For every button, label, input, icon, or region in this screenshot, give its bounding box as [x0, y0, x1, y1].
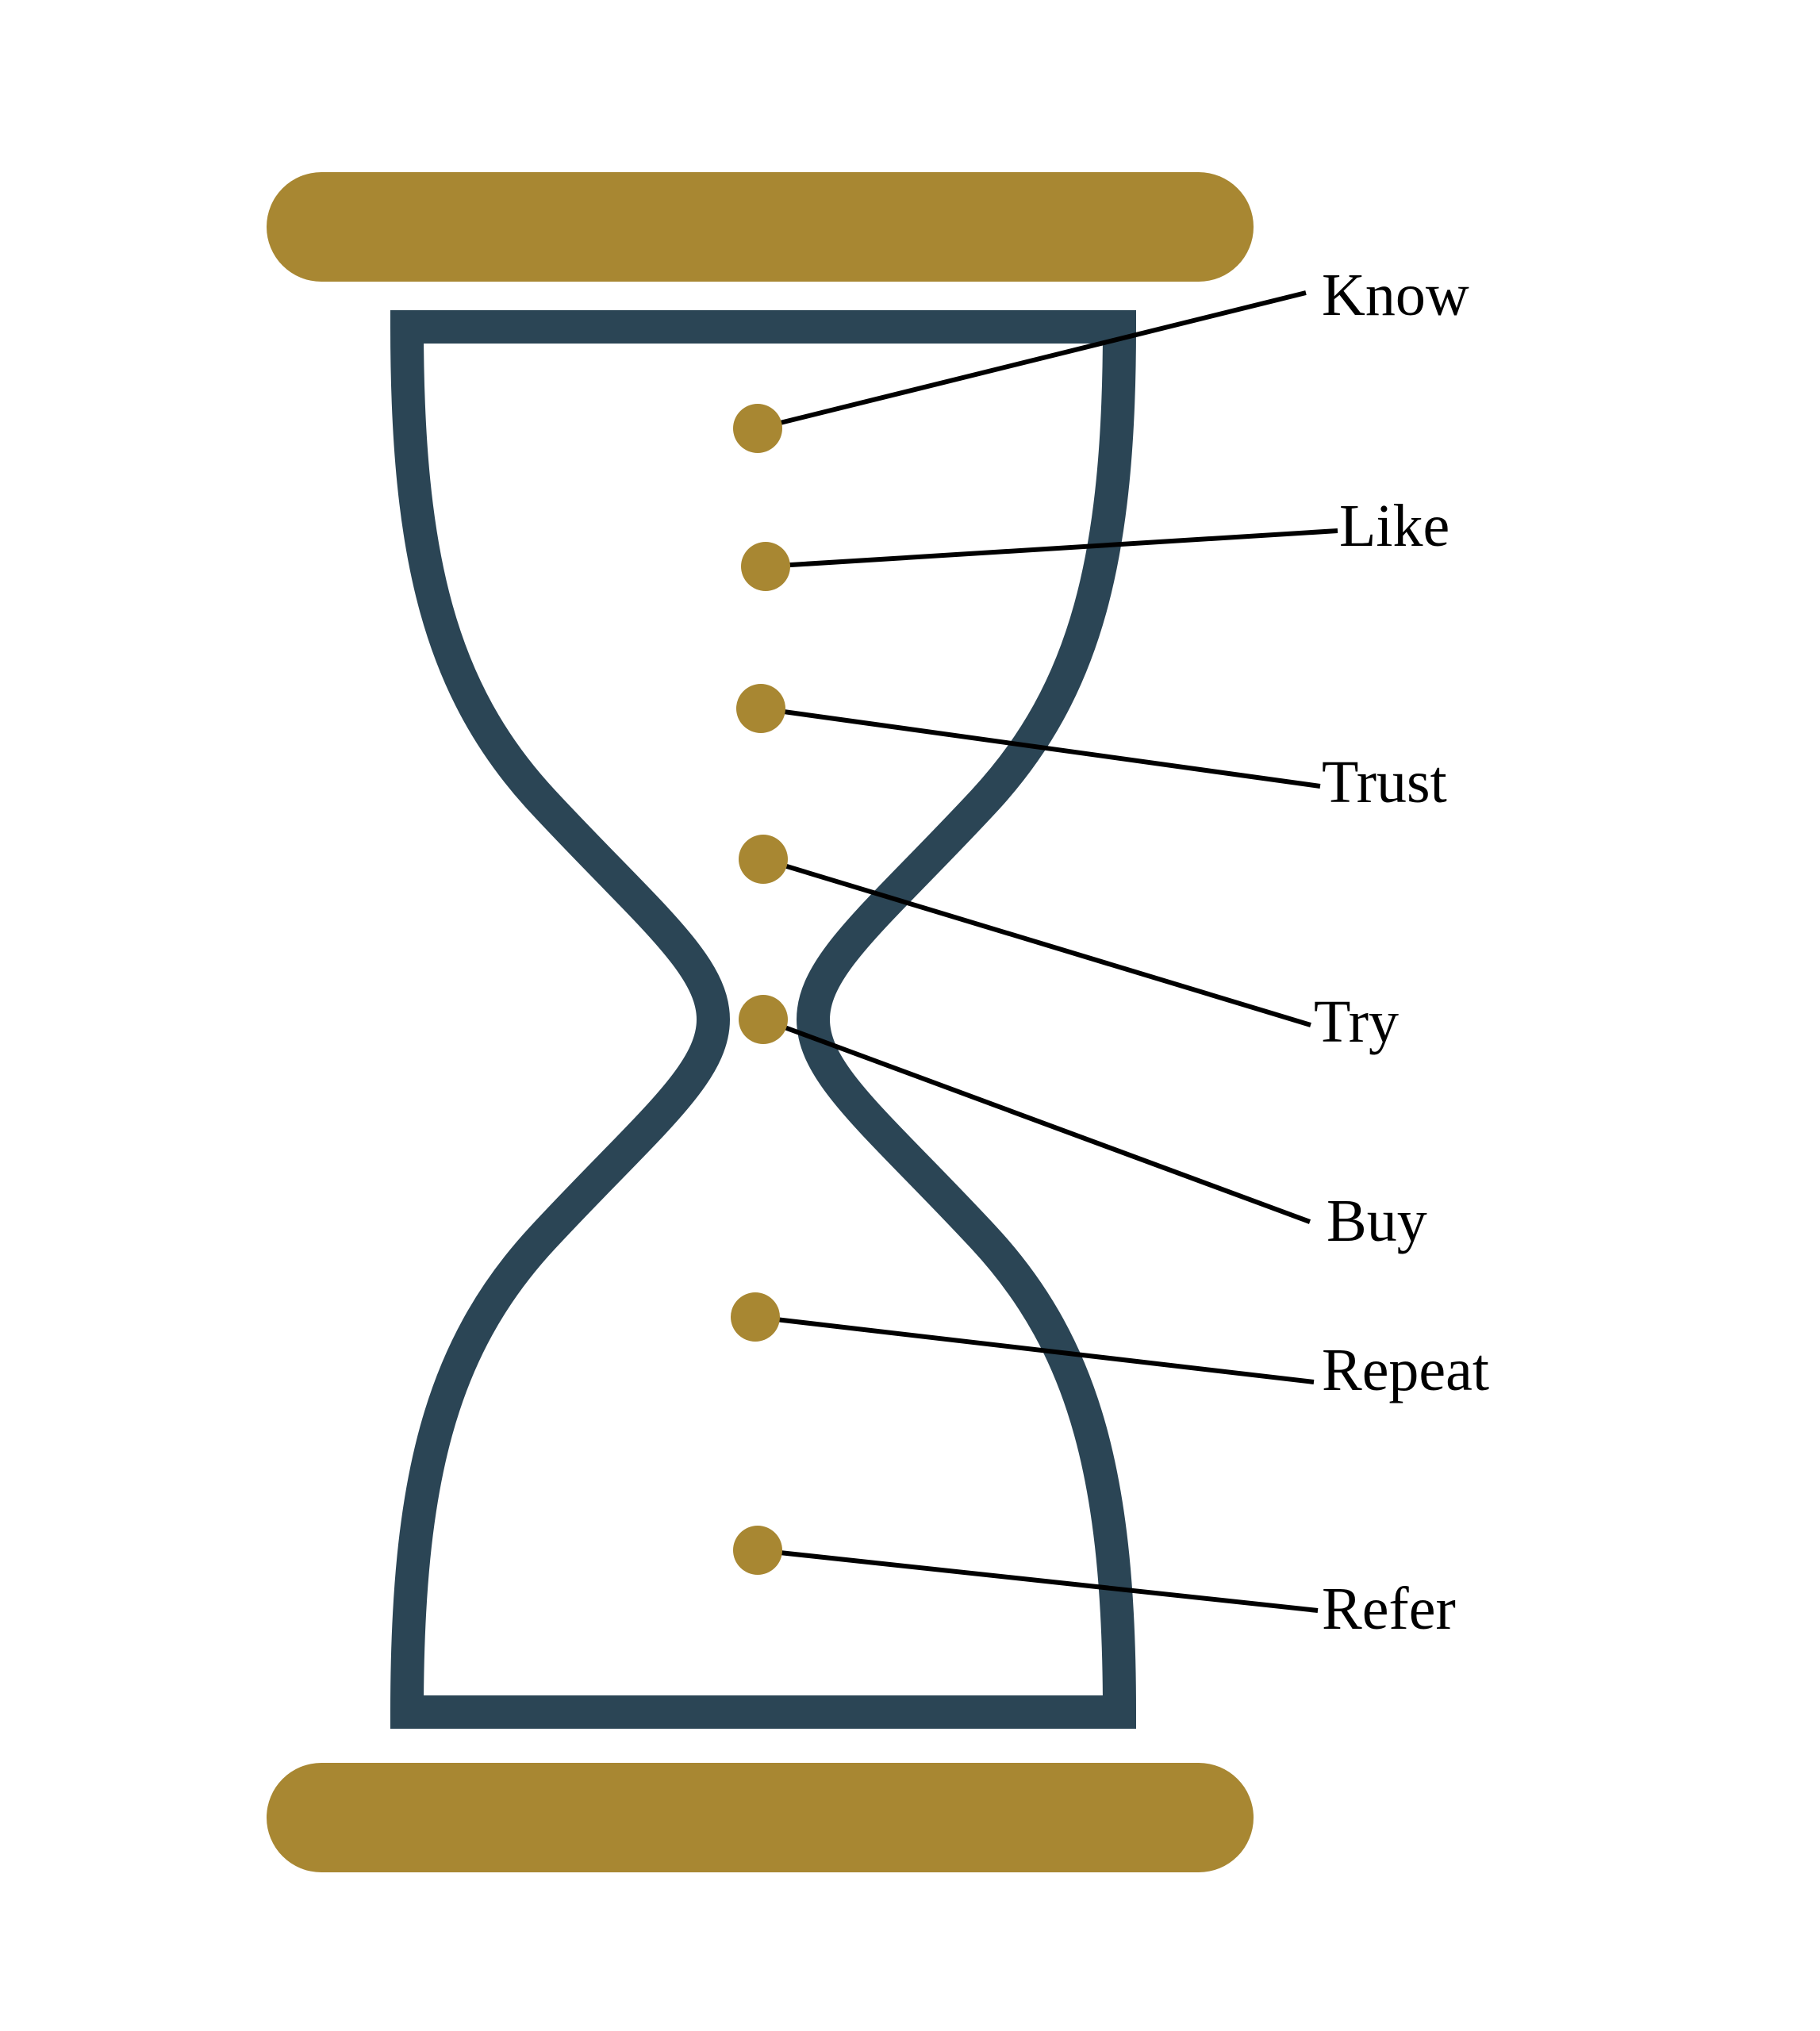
leader-line-try — [762, 857, 1311, 1027]
stage-labels: Know Like Trust Try Buy Repeat Refer — [1314, 262, 1489, 1642]
stage-dot-try — [739, 835, 788, 884]
stage-dots — [731, 404, 790, 1575]
stage-label-refer: Refer — [1322, 1576, 1456, 1642]
bottom-cap — [267, 1763, 1254, 1872]
top-cap — [267, 172, 1254, 282]
leader-line-know — [757, 290, 1307, 431]
stage-label-trust: Trust — [1322, 749, 1447, 816]
stage-dot-know — [733, 404, 782, 453]
hourglass-outline — [390, 310, 1137, 1729]
stage-dot-trust — [736, 684, 785, 733]
leader-line-refer — [757, 1548, 1319, 1613]
stage-label-repeat: Repeat — [1322, 1337, 1489, 1403]
stage-label-know: Know — [1322, 262, 1469, 328]
stage-dot-like — [741, 542, 790, 591]
stage-label-try: Try — [1314, 989, 1399, 1055]
leader-line-repeat — [754, 1315, 1315, 1384]
stage-dot-refer — [733, 1526, 782, 1575]
leader-line-like — [765, 528, 1338, 569]
stage-label-like: Like — [1339, 493, 1449, 559]
stage-label-buy: Buy — [1327, 1188, 1427, 1254]
stage-dot-repeat — [731, 1292, 780, 1342]
leader-lines — [754, 290, 1338, 1613]
stage-dot-buy — [739, 995, 788, 1044]
leader-line-trust — [760, 706, 1321, 789]
leader-line-buy — [762, 1017, 1311, 1224]
